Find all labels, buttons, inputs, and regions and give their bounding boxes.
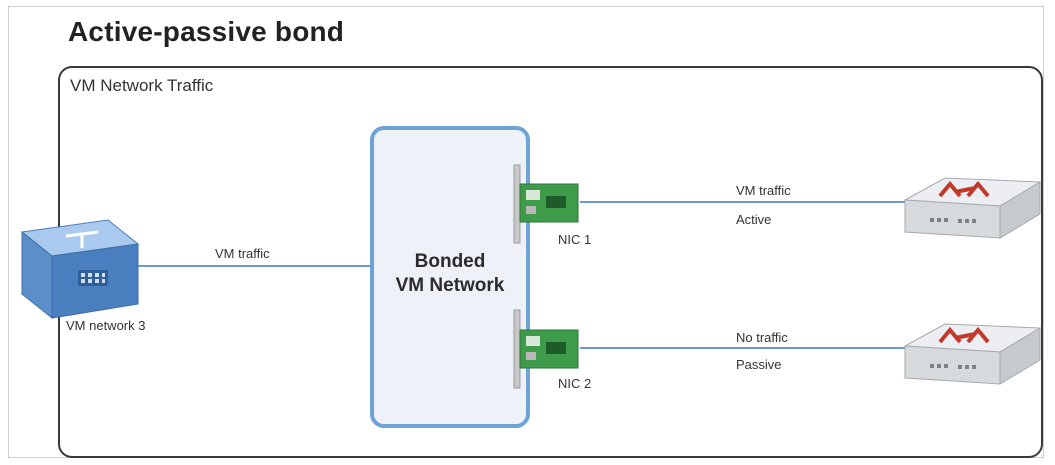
nic2-traffic-label: No traffic <box>736 330 788 345</box>
bond-label-line1: Bonded <box>414 251 486 272</box>
nic1-traffic-label: VM traffic <box>736 183 791 198</box>
panel-label: VM Network Traffic <box>70 76 214 95</box>
virtual-switch-icon <box>20 219 140 320</box>
diagram-title: Active-passive bond <box>68 16 345 47</box>
nic1-state-label: Active <box>736 212 772 227</box>
nic2-state-label: Passive <box>736 357 782 372</box>
nic1-icon <box>513 164 579 244</box>
physical-switch-2-icon <box>903 323 1042 385</box>
bond-label-line2: VM Network <box>395 275 505 296</box>
nic1-label: NIC 1 <box>558 232 592 247</box>
bonded-network-box <box>370 126 530 428</box>
vm-link-label: VM traffic <box>215 246 270 261</box>
vm-network-label: VM network 3 <box>66 318 146 333</box>
nic2-icon <box>513 309 579 389</box>
bonded-network-label: Bonded VM Network <box>370 250 530 298</box>
physical-switch-1-icon <box>903 177 1042 239</box>
nic2-label: NIC 2 <box>558 376 592 391</box>
